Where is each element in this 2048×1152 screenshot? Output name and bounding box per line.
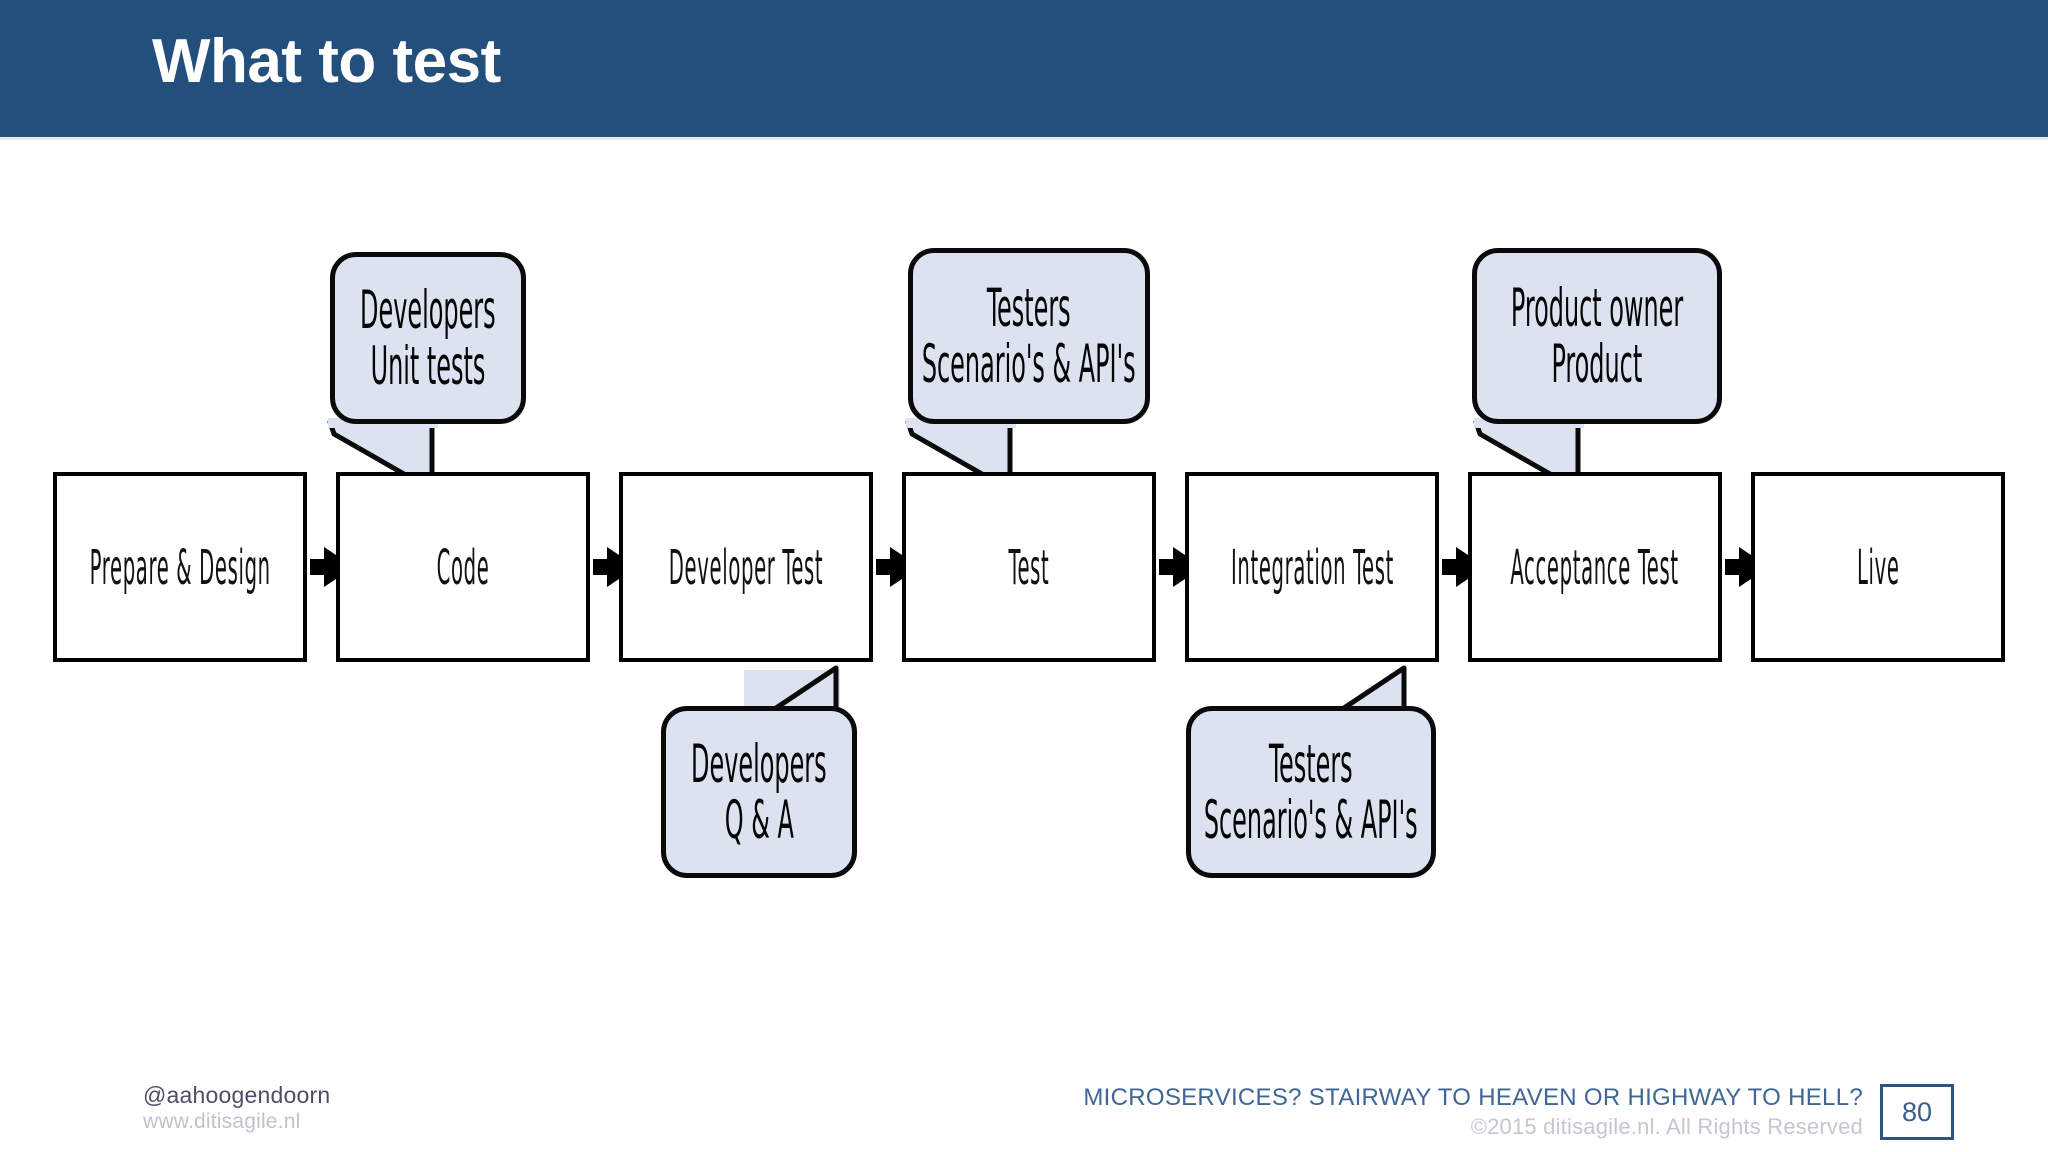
callout-developers-unit-tests: Developers Unit tests [330,252,526,424]
process-box-label: Prepare & Design [89,538,271,596]
process-box-developer-test[interactable]: Developer Test [619,472,873,662]
callout-line-1: Developers [691,733,827,795]
author-handle: @aahoogendoorn [143,1082,331,1108]
callout-developers-qa: Developers Q & A [661,706,857,878]
callout-testers-scenarios-bottom: Testers Scenario's & API's [1186,706,1436,878]
page-number: 80 [1901,1096,1933,1127]
footer-deck-block: MICROSERVICES? STAIRWAY TO HEAVEN OR HIG… [1083,1084,1863,1140]
copyright-notice: ©2015 ditisagile.nl. All Rights Reserved [1470,1114,1863,1139]
process-box-label: Test [1008,538,1050,596]
callout-line-2: Product [1551,333,1643,395]
process-box-code[interactable]: Code [336,472,590,662]
callout-testers-scenarios-top: Testers Scenario's & API's [908,248,1150,424]
header-divider [0,137,2048,140]
process-box-acceptance-test[interactable]: Acceptance Test [1468,472,1722,662]
page-title: What to test [152,27,501,96]
callout-line-2: Q & A [724,789,794,851]
callout-line-2: Scenario's & API's [922,333,1136,395]
slide-header-bar [0,0,2048,137]
process-box-label: Integration Test [1230,538,1394,596]
deck-title: MICROSERVICES? STAIRWAY TO HEAVEN OR HIG… [1083,1084,1863,1111]
callout-line-1: Testers [1269,733,1353,795]
process-box-label: Live [1856,538,1900,596]
callout-line-1: Testers [987,277,1071,339]
process-box-live[interactable]: Live [1751,472,2005,662]
process-box-prepare-design[interactable]: Prepare & Design [53,472,307,662]
process-box-label: Code [436,538,490,596]
process-box-test[interactable]: Test [902,472,1156,662]
process-box-integration-test[interactable]: Integration Test [1185,472,1439,662]
callout-line-2: Unit tests [370,335,486,397]
process-box-label: Developer Test [668,538,824,596]
footer-author-block: @aahoogendoorn www.ditisagile.nl [143,1082,330,1134]
author-website: www.ditisagile.nl [143,1110,301,1133]
page-number-badge: 80 [1880,1084,1954,1140]
callout-product-owner-product: Product owner Product [1472,248,1722,424]
callout-line-2: Scenario's & API's [1204,789,1418,851]
callout-line-1: Developers [360,279,496,341]
callout-line-1: Product owner [1510,277,1684,339]
process-box-label: Acceptance Test [1510,538,1680,596]
